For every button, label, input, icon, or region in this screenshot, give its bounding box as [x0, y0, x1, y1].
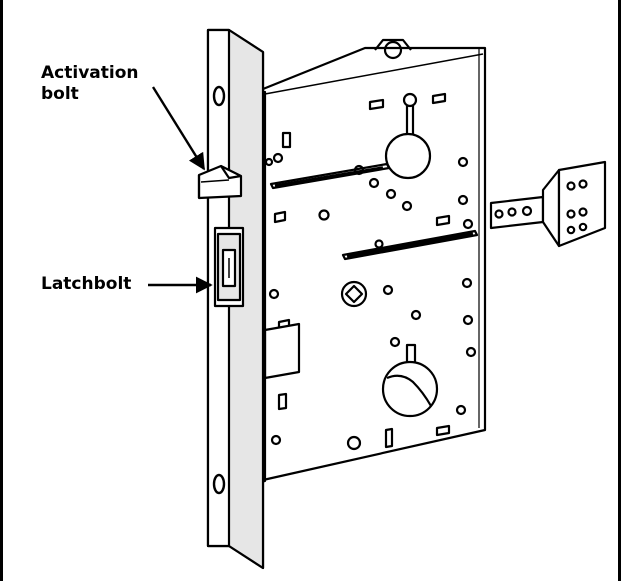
activation-bolt — [197, 164, 243, 200]
latchbolt-label: Latchbolt — [41, 274, 132, 294]
mortise-lock-illustration — [148, 28, 607, 570]
activation-bolt-label-line-2: bolt — [41, 84, 79, 104]
middle-slot — [273, 210, 479, 261]
mounting-tailpiece — [489, 160, 607, 248]
deadlatch-block — [263, 322, 301, 380]
latchbolt — [213, 226, 245, 308]
lower-hub — [270, 318, 477, 451]
activation-bolt-label-line-1: Activation — [41, 63, 139, 83]
upper-slot — [264, 92, 469, 221]
upper-hub — [384, 92, 432, 180]
activation-bolt-label: Activation bolt — [41, 63, 161, 105]
callout-arrows — [148, 86, 213, 294]
activation-bolt-arrow — [151, 86, 206, 171]
lock-case-body — [246, 38, 487, 488]
center-spindle — [268, 277, 474, 348]
